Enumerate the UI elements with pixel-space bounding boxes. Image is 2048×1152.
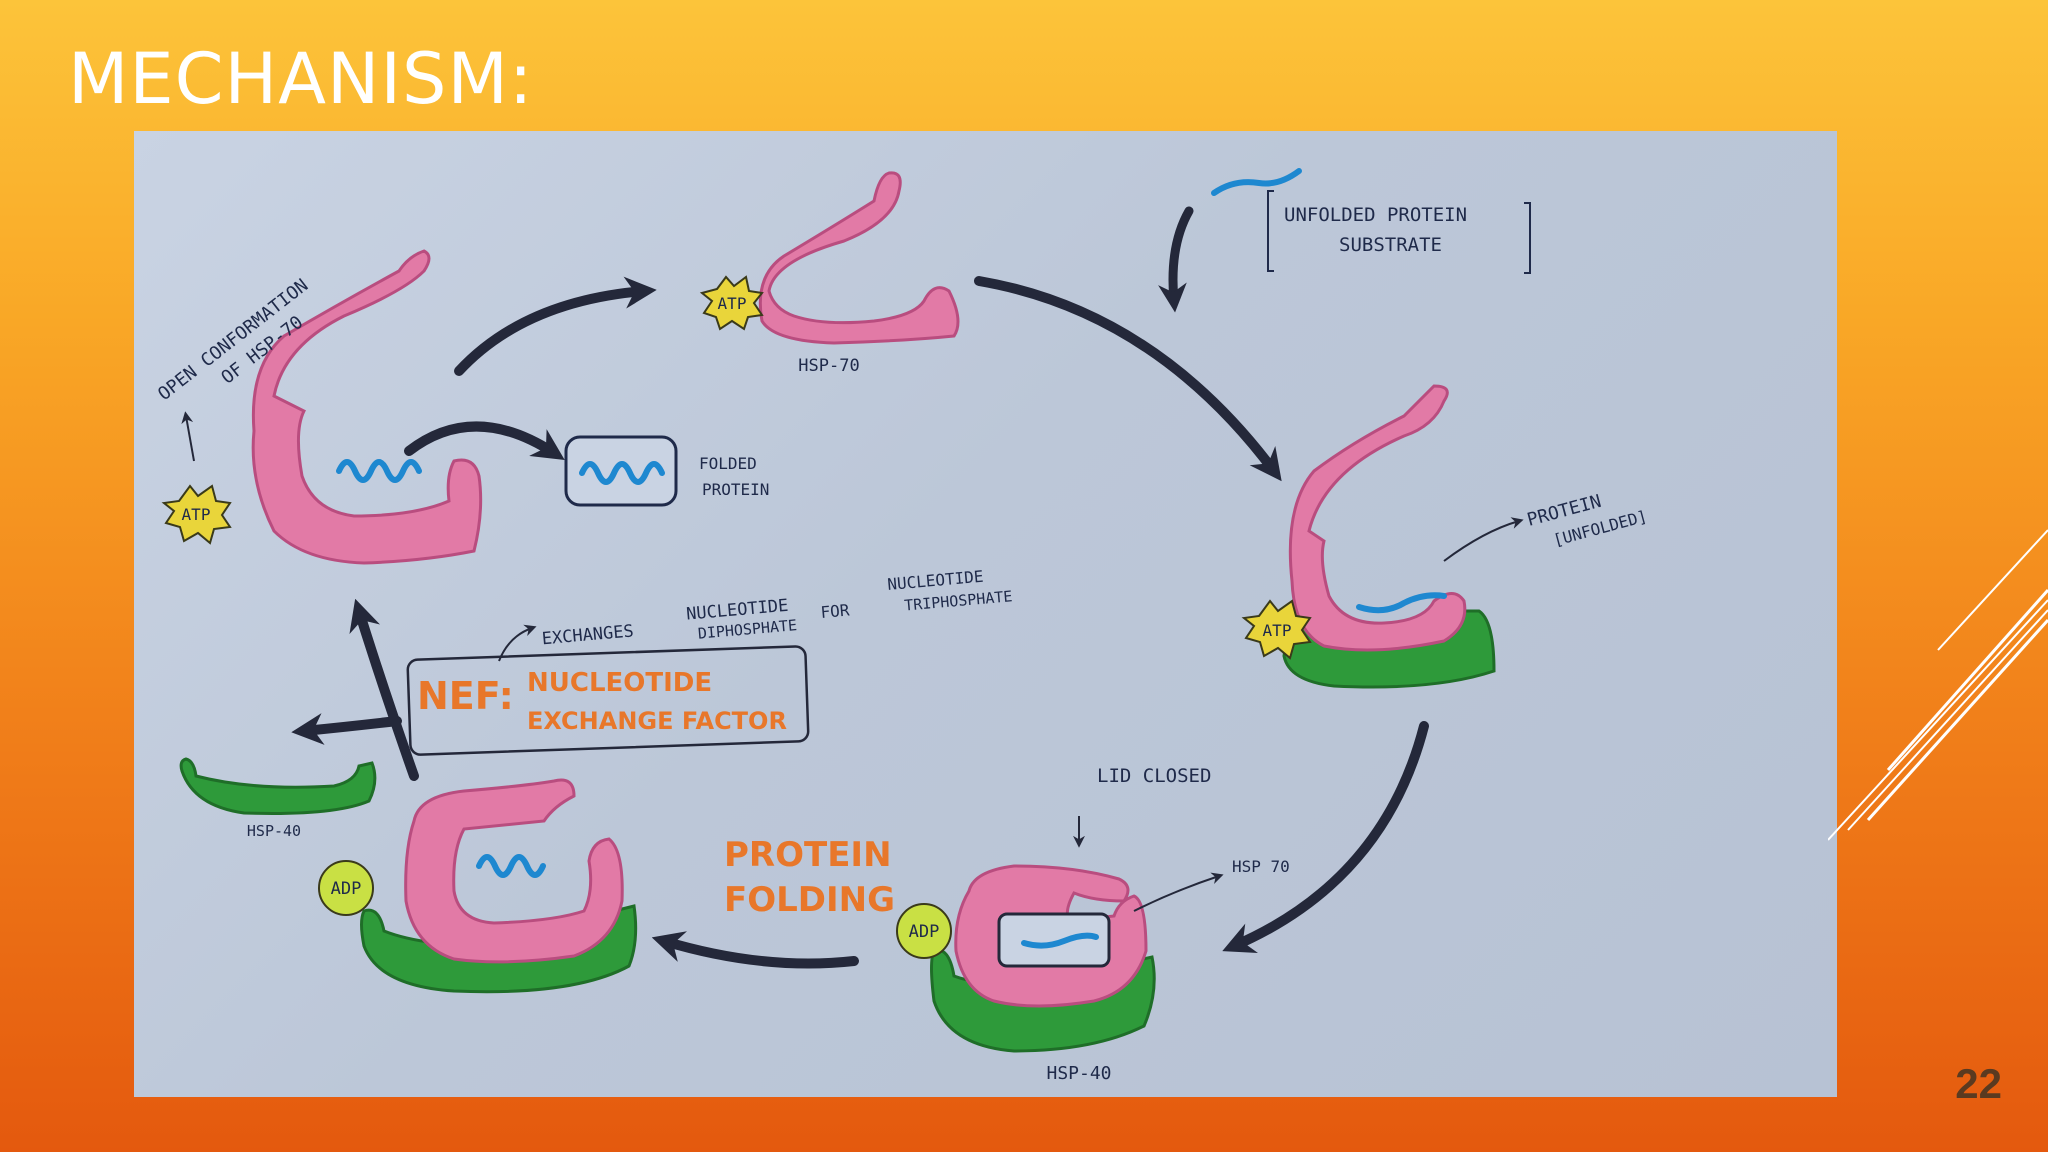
hsp70-folded-complex: ADP xyxy=(318,778,638,994)
stripe-line xyxy=(1886,589,2048,771)
hsp70-atp-bound-top: ATP HSP-70 xyxy=(699,171,960,376)
atp-burst xyxy=(161,484,232,545)
nef-annotation: NEF: NUCLEOTIDE EXCHANGE FACTOR EXCHANGE… xyxy=(406,567,1014,756)
decorative-stripes xyxy=(1828,529,2048,841)
substrate-entry-arrow xyxy=(1158,206,1194,313)
adp-circle xyxy=(318,860,374,916)
unfolded-substrate-strand xyxy=(1211,168,1302,196)
open-conformation-pointer xyxy=(181,411,195,462)
folded-protein-label-1: FOLDED xyxy=(699,454,757,473)
slide-title: MECHANISM: xyxy=(68,38,534,120)
atp-label: ATP xyxy=(182,505,211,524)
lid-closed-label: LID CLOSED xyxy=(1097,765,1211,787)
nef-line-1: NUCLEOTIDE xyxy=(527,668,712,698)
folded-protein-label-2: PROTEIN xyxy=(702,480,769,499)
hsp40-left-label: HSP-40 xyxy=(247,822,301,840)
stripe-line xyxy=(1866,618,2048,822)
hsp70-binding-pocket xyxy=(997,912,1111,968)
hsp40-released: HSP-40 xyxy=(179,757,377,840)
hsp70-shape xyxy=(251,249,483,565)
stripe-line xyxy=(1828,599,2048,841)
arrow-left-up-to-open xyxy=(349,598,419,781)
diagram-board: ATP HSP-70 UNFOLDED PROTEIN SUBSTRATE AT… xyxy=(134,131,1837,1097)
hsp70-hsp40-substrate-complex: ATP PROTEIN [UNFOLDED] xyxy=(1241,384,1649,689)
hsp70-top-label: HSP-70 xyxy=(798,356,859,376)
protein-folding-label-1: PROTEIN xyxy=(724,835,892,875)
protein-unfolded-pointer xyxy=(1443,517,1524,562)
hsp70-bottom-label: HSP 70 xyxy=(1232,857,1290,876)
folded-protein-squiggle xyxy=(579,461,665,485)
hsp70-shape xyxy=(404,778,624,964)
folded-protein-box: FOLDED PROTEIN xyxy=(564,435,769,507)
stripe-line xyxy=(1937,529,2048,651)
arrow-release-folded xyxy=(404,421,565,460)
nef-box xyxy=(406,645,810,756)
bracket-right xyxy=(1524,202,1531,274)
exchanges-text-d: FOR xyxy=(820,600,851,621)
atp-burst xyxy=(1241,599,1312,660)
hsp70-open-conformation: ATP OPEN CONFORMATION OF HSP-70 xyxy=(154,249,483,565)
hsp70-shape xyxy=(1288,384,1467,652)
arrow-right-to-bottom xyxy=(1222,721,1429,954)
atp-burst xyxy=(699,275,764,331)
arrow-top-to-right xyxy=(974,276,1282,482)
atp-label: ATP xyxy=(718,294,747,313)
page-number: 22 xyxy=(1955,1060,2002,1107)
exchanges-text-a: EXCHANGES xyxy=(541,621,635,649)
folded-protein-squiggle xyxy=(336,459,422,483)
adp-circle xyxy=(896,903,952,959)
hsp70-lid-closed-complex: ADP LID CLOSED HSP 70 HSP-40 xyxy=(896,765,1290,1084)
hsp70-shape xyxy=(758,171,960,345)
exchanges-text-e: NUCLEOTIDE xyxy=(887,567,985,594)
hsp70-bottom-pointer xyxy=(1133,872,1224,912)
folded-protein-frame xyxy=(564,435,678,507)
adp-label: ADP xyxy=(331,879,362,899)
adp-label: ADP xyxy=(909,922,940,942)
arrow-open-to-top xyxy=(454,276,657,376)
nef-pointer xyxy=(498,624,537,662)
unfolded-substrate-strand xyxy=(1021,932,1099,949)
nef-line-2: EXCHANGE FACTOR xyxy=(527,707,787,735)
nef-abbreviation: NEF: xyxy=(417,674,514,718)
hsp40-shape xyxy=(179,757,377,815)
arrow-bottom-to-left xyxy=(651,931,859,969)
unfolded-substrate-label-1: UNFOLDED PROTEIN xyxy=(1284,204,1467,226)
arrow-release-hsp40 xyxy=(291,713,402,746)
protein-folding-label-2: FOLDING xyxy=(724,880,895,920)
exchanges-text-f: TRIPHOSPHATE xyxy=(904,587,1014,614)
unfolded-substrate-strand xyxy=(1356,592,1447,614)
folded-protein-squiggle xyxy=(476,854,546,878)
chaperone-cycle-diagram: ATP HSP-70 UNFOLDED PROTEIN SUBSTRATE AT… xyxy=(154,168,1649,1084)
atp-label: ATP xyxy=(1263,621,1292,640)
hsp40-bottom-label: HSP-40 xyxy=(1046,1063,1111,1084)
unfolded-substrate-label-2: SUBSTRATE xyxy=(1339,234,1442,256)
bracket-left xyxy=(1267,190,1274,272)
stripe-line xyxy=(1847,609,2048,831)
